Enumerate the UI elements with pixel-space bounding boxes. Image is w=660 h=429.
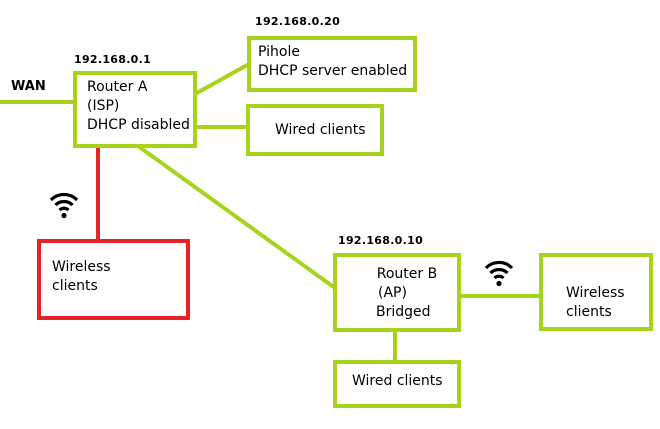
wireless-clients-a-label-line1: Wireless [52, 259, 111, 275]
wireless-clients-a-label-line2: clients [52, 278, 98, 294]
router-a-label-line3: DHCP disabled [87, 117, 190, 133]
pihole-ip: 192.168.0.20 [255, 15, 341, 28]
pihole-label-line1: Pihole [258, 44, 300, 60]
wireless-clients-b-box [539, 253, 653, 331]
router-a-label-line1: Router A [87, 79, 148, 95]
wifi-icon [49, 192, 79, 219]
router-b-ip: 192.168.0.10 [338, 234, 424, 247]
router-a-label-line2: (ISP) [87, 98, 120, 114]
wifi-icon [484, 260, 514, 287]
link-router-a-router-b [136, 144, 337, 290]
wired-clients-a-label: Wired clients [275, 122, 366, 138]
wan-label: WAN [11, 79, 46, 94]
wired-clients-b-box [333, 360, 461, 408]
link-router-a-pihole [194, 62, 250, 96]
pihole-label-line2: DHCP server enabled [258, 63, 408, 79]
router-b-label-line2: (AP) [378, 285, 407, 301]
router-a-box [73, 71, 197, 148]
router-b-box [333, 253, 461, 332]
router-b-label-line3: Bridged [376, 304, 431, 320]
wireless-clients-b-label-line1: Wireless [566, 285, 625, 301]
pihole-box [247, 36, 417, 92]
wireless-clients-a-box [37, 239, 190, 320]
wired-clients-a-box [246, 104, 384, 156]
router-b-label-line1: Router B [376, 266, 438, 282]
wired-clients-b-label: Wired clients [352, 373, 443, 389]
wireless-clients-b-label-line2: clients [566, 304, 612, 320]
router-a-ip: 192.168.0.1 [74, 53, 152, 66]
